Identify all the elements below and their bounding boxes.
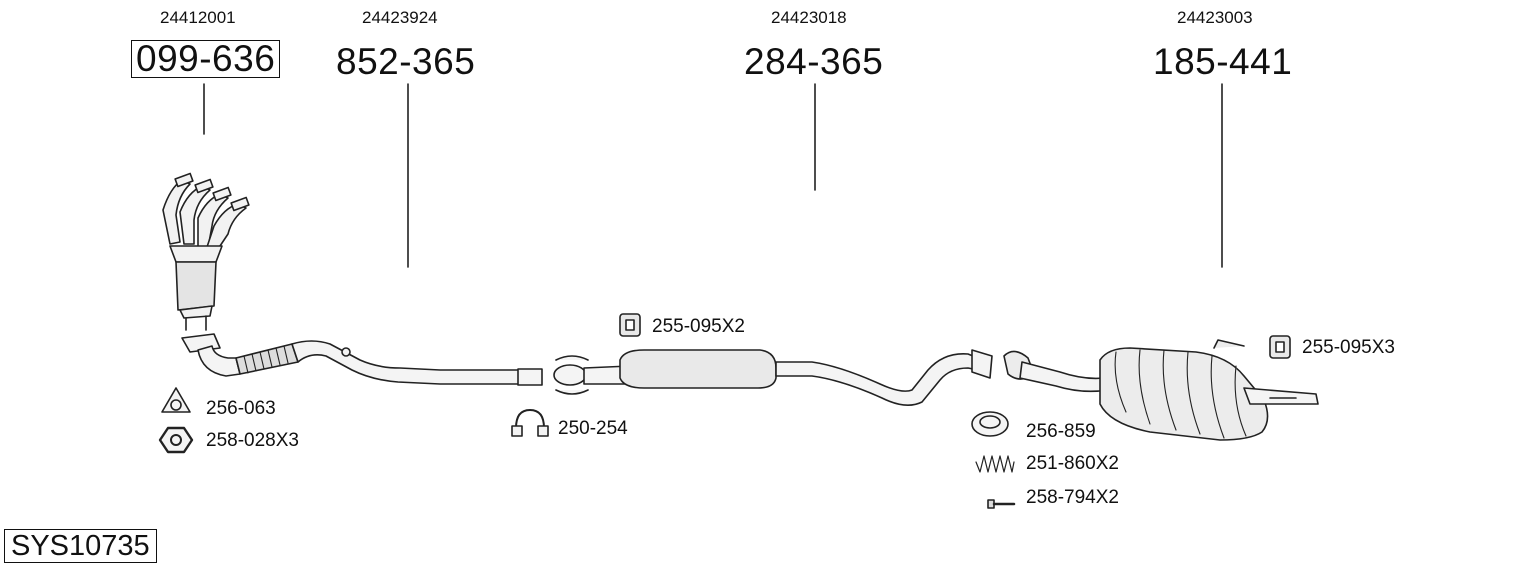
manifold-catalyst-icon	[162, 172, 250, 331]
part-number[interactable]: 185-441	[1153, 41, 1293, 82]
accessory-label[interactable]: 255-095X2	[652, 316, 745, 337]
ring-gasket-icon	[971, 411, 1009, 437]
pipe-clamp-icon	[511, 409, 549, 437]
accessory-label[interactable]: 255-095X3	[1302, 337, 1395, 358]
part-number[interactable]: 099-636	[131, 40, 281, 78]
flange-gasket-icon	[161, 387, 191, 413]
rear-silencer-icon	[1003, 339, 1319, 441]
accessory-label[interactable]: 256-063	[206, 398, 276, 419]
oe-number: 24423003	[1177, 8, 1253, 27]
accessory-label[interactable]: 258-794X2	[1026, 487, 1119, 508]
part-number[interactable]: 852-365	[336, 41, 476, 82]
oe-number: 24423924	[362, 8, 438, 27]
accessory-label[interactable]: 251-860X2	[1026, 453, 1119, 474]
oe-number: 24423018	[771, 8, 847, 27]
system-code: SYS10735	[4, 529, 157, 563]
oe-number: 24412001	[160, 8, 236, 27]
accessory-label[interactable]: 250-254	[558, 418, 628, 439]
hex-nut-icon	[158, 426, 194, 454]
accessory-label[interactable]: 256-859	[1026, 421, 1096, 442]
spring-icon	[975, 455, 1015, 473]
rubber-mount-icon	[619, 313, 641, 337]
part-number[interactable]: 284-365	[744, 41, 884, 82]
middle-pipe-icon	[553, 349, 993, 406]
front-pipe-icon	[181, 333, 543, 386]
rubber-mount-icon-2	[1269, 335, 1291, 359]
bolt-icon	[987, 499, 1016, 509]
accessory-label[interactable]: 258-028X3	[206, 430, 299, 451]
